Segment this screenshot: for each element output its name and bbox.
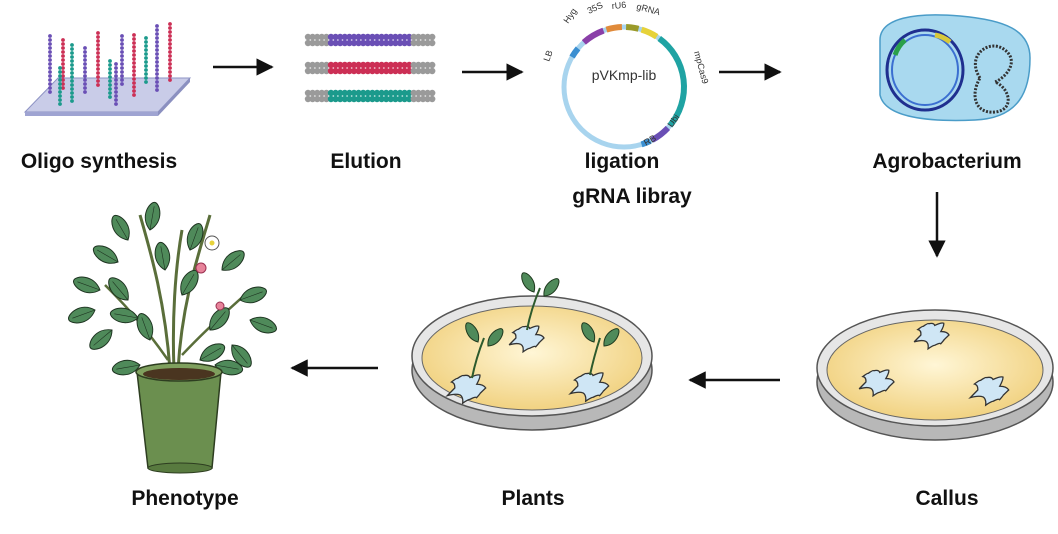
label-ligation: ligation: [584, 150, 660, 173]
potted-plant-icon: [68, 201, 277, 474]
label-oligo-synthesis: Oligo synthesis: [20, 150, 178, 173]
label-elution: Elution: [330, 150, 402, 173]
agrobacterium-cell-icon: [879, 14, 1031, 122]
elution-bars-icon: [304, 33, 436, 103]
label-agrobacterium: Agrobacterium: [872, 150, 1022, 173]
label-grna-library: gRNA libray: [572, 185, 692, 208]
plasmid-label-ru6: rU6: [611, 0, 626, 11]
callus-plate-icon: [816, 309, 1054, 441]
plasmid-icon: pVKmp-lib Hyg 35S rU6 gRNA mpCas9 Ubi RB…: [541, 0, 710, 150]
plasmid-label-hyg: Hyg: [561, 6, 578, 25]
label-phenotype: Phenotype: [131, 487, 239, 510]
label-plants: Plants: [501, 487, 565, 510]
plasmid-name: pVKmp-lib: [592, 67, 657, 83]
label-callus: Callus: [915, 487, 979, 510]
plasmid-label-lb: LB: [541, 49, 554, 63]
plasmid-label-mpcas9: mpCas9: [692, 50, 710, 85]
plasmid-label-35s: 35S: [586, 0, 605, 16]
plants-plate-icon: [411, 272, 653, 431]
plasmid-label-grna: gRNA: [635, 1, 661, 17]
oligo-synthesis-chip-icon: [23, 22, 192, 116]
